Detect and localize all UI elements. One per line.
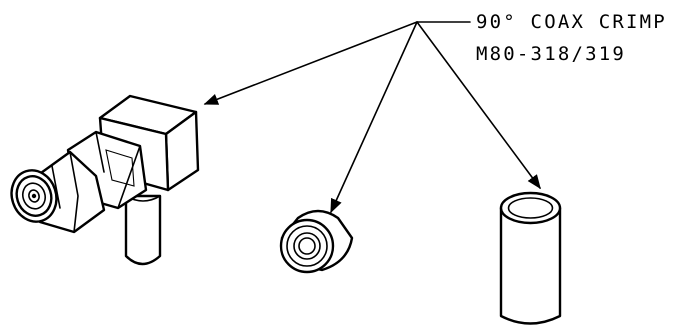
leader-lines — [203, 21, 541, 214]
callout-part-number: M80-318/319 — [476, 43, 626, 65]
right-angle-connector-body — [10, 94, 200, 266]
crimp-ferrule-ring — [279, 209, 354, 274]
crimp-sleeve-tube — [499, 191, 562, 325]
callout-title: 90° COAX CRIMP — [476, 11, 667, 33]
